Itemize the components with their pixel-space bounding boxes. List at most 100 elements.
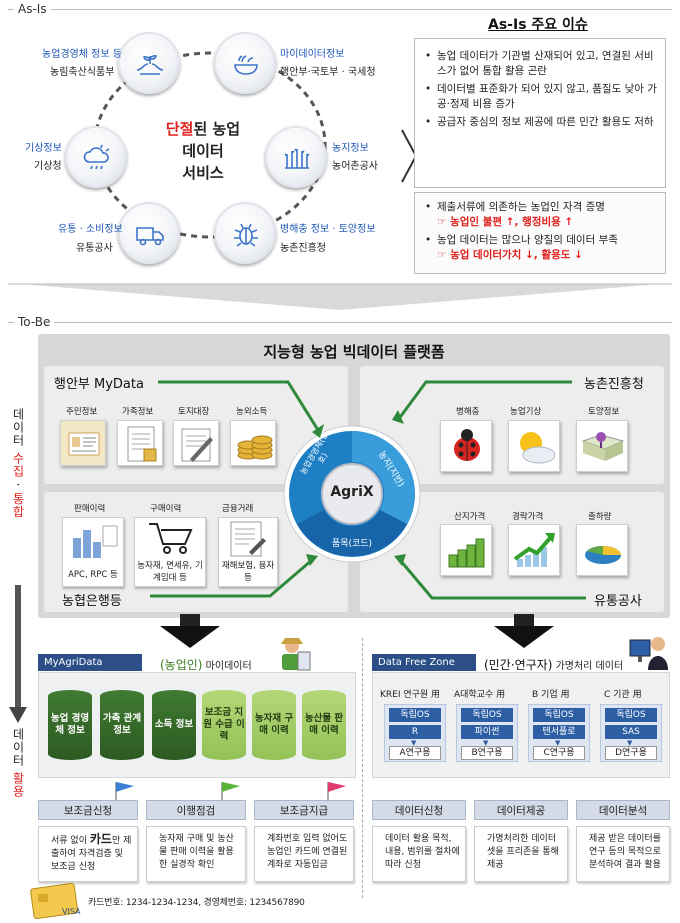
center-line3: 서비스 xyxy=(182,164,224,182)
label-mydata-blue: 마이데이터정보 xyxy=(280,49,345,60)
issue-item: 공급자 중심의 정보 제공에 따른 민간 활용도 저하 xyxy=(425,115,657,130)
label-pest-dark: 농촌진흥청 xyxy=(280,243,326,254)
at-item-label: 산지가격 xyxy=(454,512,486,522)
bank-sub-1: 농자재, 면세유, 기계임대 등 xyxy=(137,561,203,583)
compliance-check-button[interactable]: 이행점검 xyxy=(146,800,246,820)
os-label: 독립OS xyxy=(461,708,513,722)
note-big: 카드 xyxy=(89,832,112,846)
purchase-history-card: 농자재, 면세유, 기계임대 등 xyxy=(134,517,206,587)
side-collect-a: 데이터 xyxy=(11,408,25,452)
issues-title: As-Is 주요 이슈 xyxy=(488,17,588,33)
bank-item-label: 금융거래 xyxy=(222,504,254,514)
chevron-down-icon: ▼ xyxy=(483,739,489,747)
bug-icon xyxy=(234,223,258,247)
data-provide-button[interactable]: 데이터제공 xyxy=(474,800,568,820)
freezone-tag: Data Free Zone xyxy=(372,654,476,671)
center-line1: 된 농업 xyxy=(193,120,241,138)
cyl-label: 농업 경영체 정보 xyxy=(50,713,90,736)
issue-item: 농업 데이터는 많으나 양질의 데이터 부족 xyxy=(425,233,657,248)
note-post: 만 제출하여 자격검증 및 보조금 신청 xyxy=(51,836,132,872)
side-collect-c: · xyxy=(11,477,25,493)
issue-item: 데이터별 표준화가 되어 있지 않고, 품질도 낮아 가공·정제 비용 증가 xyxy=(425,82,657,112)
subsidy-pay-button[interactable]: 보조금지급 xyxy=(254,800,354,820)
side-collect-d: 통합 xyxy=(11,492,25,519)
rda-title: 농촌진흥청 xyxy=(584,377,644,392)
cyl-label: 농산물 판매 이력 xyxy=(304,713,344,736)
os-box-4: 독립OS SAS ▼ D연구용 xyxy=(600,704,662,762)
os-label: 독립OS xyxy=(605,708,657,722)
cyl-label: 가축 관계 정보 xyxy=(102,713,142,736)
coins-icon xyxy=(230,420,276,466)
cart-icon xyxy=(149,523,193,554)
node-bug xyxy=(214,202,276,264)
card-caption: 카드번호: 1234-1234-1234, 경영체번호: 1234567890 xyxy=(88,898,305,908)
family-doc-icon xyxy=(117,420,163,466)
cylinder-income: 소득 정보 xyxy=(152,690,196,760)
user-head: B 기업 用 xyxy=(532,690,570,700)
chevron-down-icon: ▼ xyxy=(411,739,417,747)
pie-icon xyxy=(576,524,628,576)
note-pre: 계좌번호 입력 없어도 농업인 카드에 연결된 계좌로 자동입금 xyxy=(267,834,348,870)
issues-box-top: 농업 데이터가 기관별 산재되어 있고, 연결된 서비스가 없어 통합 활용 곤… xyxy=(414,38,666,188)
sun-cloud-icon xyxy=(508,420,560,472)
label-farmland-dark: 농어촌공사 xyxy=(332,161,378,172)
data-analyze-button[interactable]: 데이터분석 xyxy=(576,800,670,820)
down-arrow-left xyxy=(160,614,220,653)
label-weather-dark: 기상청 xyxy=(34,161,62,172)
contract-icon xyxy=(230,521,266,557)
rda-item-label: 농업기상 xyxy=(510,407,542,417)
cyl-label: 소득 정보 xyxy=(154,719,194,730)
bank-item-label: 구매이력 xyxy=(150,504,182,514)
center-line2: 데이터 xyxy=(182,142,224,160)
agrix-center: AgriX xyxy=(330,484,374,500)
freezone-sub-paren: (민간·연구자) xyxy=(484,658,553,672)
svg-text:VISA: VISA xyxy=(62,907,81,916)
freezone-note-1: 데이터 활용 목적, 내용, 범위를 절차에 따라 신청 xyxy=(372,826,466,882)
subsidy-apply-button[interactable]: 보조금신청 xyxy=(38,800,138,820)
at-item-label: 경락가격 xyxy=(512,512,544,522)
hands-plant-icon xyxy=(136,55,164,75)
cyl-label: 보조금 지원 수급 이력 xyxy=(203,707,245,742)
tobe-label: To-Be xyxy=(14,315,55,329)
chevron-down-icon: ▼ xyxy=(555,739,561,747)
os-box-1: 독립OS R ▼ A연구용 xyxy=(384,704,446,762)
label-ministry-blue: 농업경영체 정보 등 xyxy=(42,49,122,60)
os-use: A연구용 xyxy=(389,746,441,760)
bank-title: 농협은행등 xyxy=(62,594,122,609)
issue-red-line: ☞ 농업인 불편 ↑, 행정비용 ↑ xyxy=(437,216,574,228)
growth-arrow-icon xyxy=(508,524,560,576)
agrix-seg3: 품목(코드) xyxy=(331,539,373,549)
os-label: 독립OS xyxy=(389,708,441,722)
note-pre: 농자재 구매 및 농산물 판매 이력을 활용한 실경작 확인 xyxy=(159,834,234,870)
chevron-down-icon: ▼ xyxy=(627,739,633,747)
freezone-subtitle: (민간·연구자) 가명처리 데이터 xyxy=(484,656,623,673)
farmer-icon xyxy=(272,634,314,677)
platform-title: 지능형 농업 빅데이터 플랫폼 xyxy=(263,343,445,361)
finance-card: 재해보험, 융자 등 xyxy=(218,517,278,587)
label-weather-blue: 기상정보 xyxy=(25,143,62,154)
os-tool: 텐서플로 xyxy=(533,725,585,739)
myagri-note-1: 서류 없이 카드만 제출하여 자격검증 및 보조금 신청 xyxy=(38,826,138,882)
bank-sub-0: APC, RPC 등 xyxy=(68,570,118,580)
note-pre: 서류 없이 xyxy=(51,836,90,846)
mydata-item-label: 주민정보 xyxy=(66,407,98,417)
cyl-label: 농자재 구매 이력 xyxy=(254,713,294,736)
myagri-sub-paren: (농업인) xyxy=(160,658,203,672)
side-collect-b: 수집 xyxy=(11,451,25,478)
node-truck xyxy=(118,202,180,264)
issues-list-bottom: 제출서류에 의존하는 농업인 자격 증명 xyxy=(425,200,657,215)
data-request-button[interactable]: 데이터신청 xyxy=(372,800,466,820)
label-ministry-dark: 농림축산식품부 xyxy=(50,67,115,78)
id-card-icon xyxy=(60,420,106,466)
node-hands xyxy=(118,32,180,94)
rda-item-label: 병해충 xyxy=(456,407,480,417)
cylinder-farm-entity: 농업 경영체 정보 xyxy=(48,690,92,760)
side-use-b: 활용 xyxy=(11,771,25,798)
transition-funnel xyxy=(0,282,680,312)
rda-item-label: 토양정보 xyxy=(588,407,620,417)
node-weather xyxy=(65,126,127,188)
os-tool: SAS xyxy=(605,725,657,739)
side-use-a: 데이터 xyxy=(11,728,25,772)
cylinder-livestock: 가축 관계 정보 xyxy=(100,690,144,760)
cylinder-materials: 농자재 구매 이력 xyxy=(252,690,296,760)
